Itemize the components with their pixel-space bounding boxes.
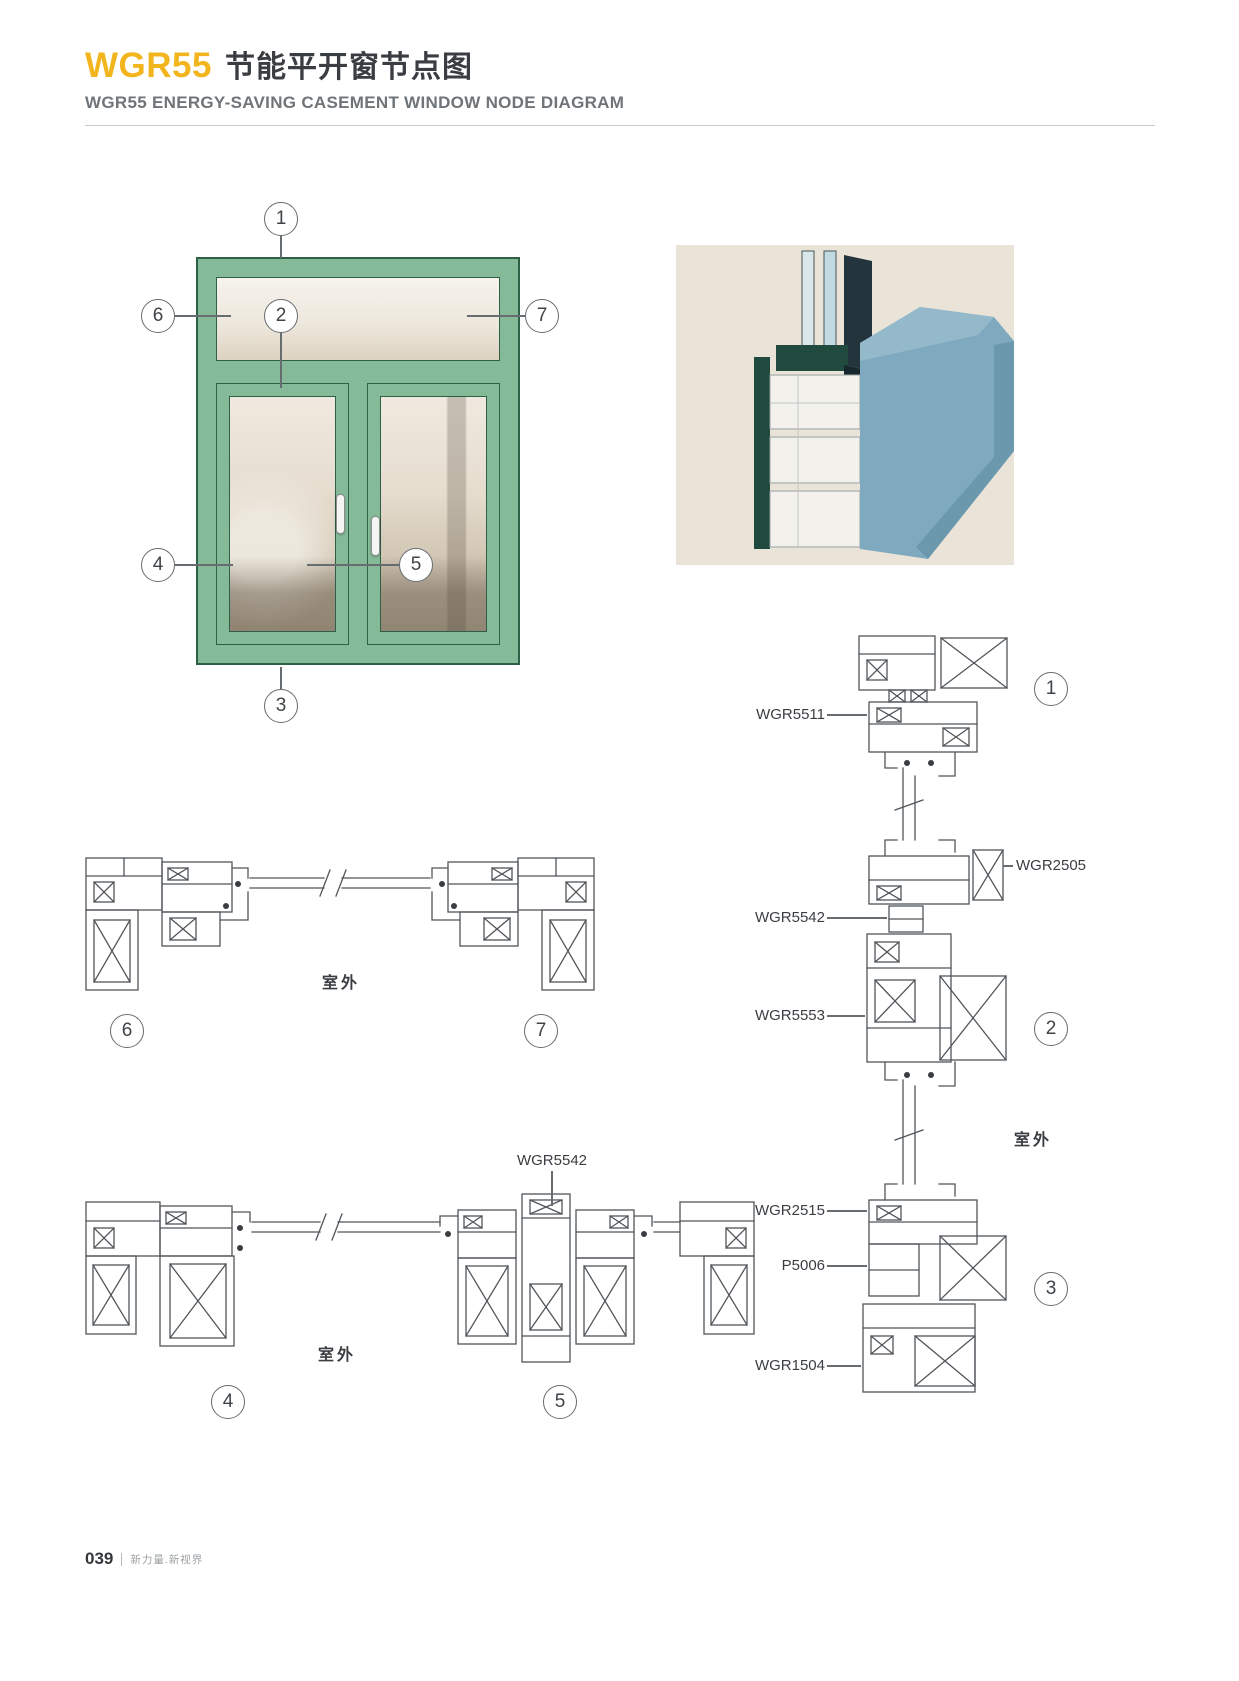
left-sash-glass-photo (229, 396, 336, 632)
leader-wgr5542 (827, 917, 887, 919)
casement-window-illustration (196, 257, 520, 665)
leader-wgr5511 (827, 714, 867, 716)
leader-node5 (307, 564, 399, 566)
section-drawing-6-7 (85, 857, 595, 991)
page-title-zh: 节能平开窗节点图 (224, 51, 473, 84)
callout-3-section-number: 3 (1045, 1278, 1057, 1299)
leader-node7 (467, 315, 525, 317)
callout-4-section: 4 (211, 1385, 245, 1419)
part-label-wgr5542-section45: WGR5542 (516, 1152, 588, 1169)
glass-lower (894, 1079, 924, 1185)
footer-divider (121, 1552, 123, 1566)
callout-3-window: 3 (264, 689, 298, 723)
callout-5-number: 5 (410, 554, 422, 575)
right-sash (367, 383, 500, 645)
callout-6-section: 6 (110, 1014, 144, 1048)
part-label-wgr2515: WGR2515 (754, 1202, 825, 1219)
left-sash (216, 383, 349, 645)
callout-3-number: 3 (275, 695, 287, 716)
sash-face-highlight (860, 307, 994, 361)
page-title: WGR55 节能平开窗节点图 (85, 42, 1155, 86)
callout-6-number: 6 (152, 305, 164, 326)
outdoor-label-vertical-section: 室外 (1014, 1132, 1053, 1149)
callout-5-section-number: 5 (554, 1391, 566, 1412)
sill-node3 (862, 1183, 1007, 1393)
callout-1-section: 1 (1034, 672, 1068, 706)
transom-node2 (866, 839, 1007, 1087)
page-subtitle-en: WGR55 ENERGY-SAVING CASEMENT WINDOW NODE… (85, 93, 625, 112)
glass-unit-lines-left (251, 1213, 441, 1241)
callout-4-section-number: 4 (222, 1391, 234, 1412)
callout-2-section-number: 2 (1045, 1018, 1057, 1039)
callout-3-section: 3 (1034, 1272, 1068, 1306)
right-jamb-sash-profile (431, 857, 595, 991)
glazing-bead-green (776, 345, 848, 371)
extrusion-chambers (769, 374, 861, 548)
inner-face-green (754, 357, 770, 549)
section-drawing-4-5 (85, 1193, 755, 1363)
callout-4-number: 4 (152, 554, 164, 575)
header-divider (85, 125, 1155, 126)
transom-glass-photo (216, 277, 500, 361)
right-sash-glass-photo (380, 396, 487, 632)
callout-1-window: 1 (264, 202, 298, 236)
outdoor-label-section-45: 室外 (318, 1347, 357, 1364)
outdoor-label-section-67: 室外 (322, 975, 361, 992)
callout-1-section-number: 1 (1045, 678, 1057, 699)
product-code: WGR55 (85, 46, 212, 85)
leader-node6 (175, 315, 231, 317)
footer-tagline: 新力量.新视界 (130, 1553, 204, 1566)
callout-2-number: 2 (275, 305, 287, 326)
left-sash-handle (336, 494, 345, 534)
leader-node2 (280, 333, 282, 388)
left-frame-sash-profile (85, 1201, 251, 1347)
profile-3d-render (676, 245, 1014, 565)
vertical-section-drawing (858, 635, 1008, 1393)
callout-5-section: 5 (543, 1385, 577, 1419)
part-label-wgr5553: WGR5553 (754, 1007, 825, 1024)
callout-7-window: 7 (525, 299, 559, 333)
leader-wgr1504 (827, 1365, 861, 1367)
callout-1-number: 1 (275, 208, 287, 229)
leader-node4 (175, 564, 233, 566)
part-label-wgr5542: WGR5542 (754, 909, 825, 926)
callout-4-window: 4 (141, 548, 175, 582)
leader-wgr5553 (827, 1015, 865, 1017)
page-header: WGR55 节能平开窗节点图 WGR55 ENERGY-SAVING CASEM… (85, 42, 1155, 126)
right-sash-handle (371, 516, 380, 556)
callout-5-window: 5 (399, 548, 433, 582)
head-frame-node1 (858, 635, 1008, 777)
callout-7-number: 7 (536, 305, 548, 326)
leader-node3 (280, 667, 282, 689)
callout-7-section-number: 7 (535, 1020, 547, 1041)
callout-7-section: 7 (524, 1014, 558, 1048)
part-label-wgr2505: WGR2505 (1016, 857, 1087, 874)
part-label-p5006: P5006 (781, 1257, 825, 1274)
glass-unit-lines (249, 869, 431, 897)
leader-wgr5542-section45 (551, 1171, 553, 1206)
leader-wgr2505 (1003, 865, 1013, 867)
sash-face-shadow (916, 341, 1014, 559)
center-mullion-assembly (439, 1193, 653, 1363)
part-label-wgr5511: WGR5511 (756, 706, 825, 723)
page-footer: 039 新力量.新视界 (85, 1549, 203, 1569)
part-label-wgr1504: WGR1504 (754, 1357, 825, 1374)
glass-unit-lines-right (653, 1221, 681, 1233)
left-jamb-sash-profile (85, 857, 249, 991)
leader-p5006 (827, 1265, 867, 1267)
leader-wgr2515 (827, 1210, 867, 1212)
right-frame-profile (679, 1201, 755, 1335)
callout-2-section: 2 (1034, 1012, 1068, 1046)
callout-2-window: 2 (264, 299, 298, 333)
callout-6-section-number: 6 (121, 1020, 133, 1041)
callout-6-window: 6 (141, 299, 175, 333)
leader-node1 (280, 236, 282, 258)
page-number: 039 (85, 1549, 114, 1568)
glass-upper (894, 767, 924, 841)
